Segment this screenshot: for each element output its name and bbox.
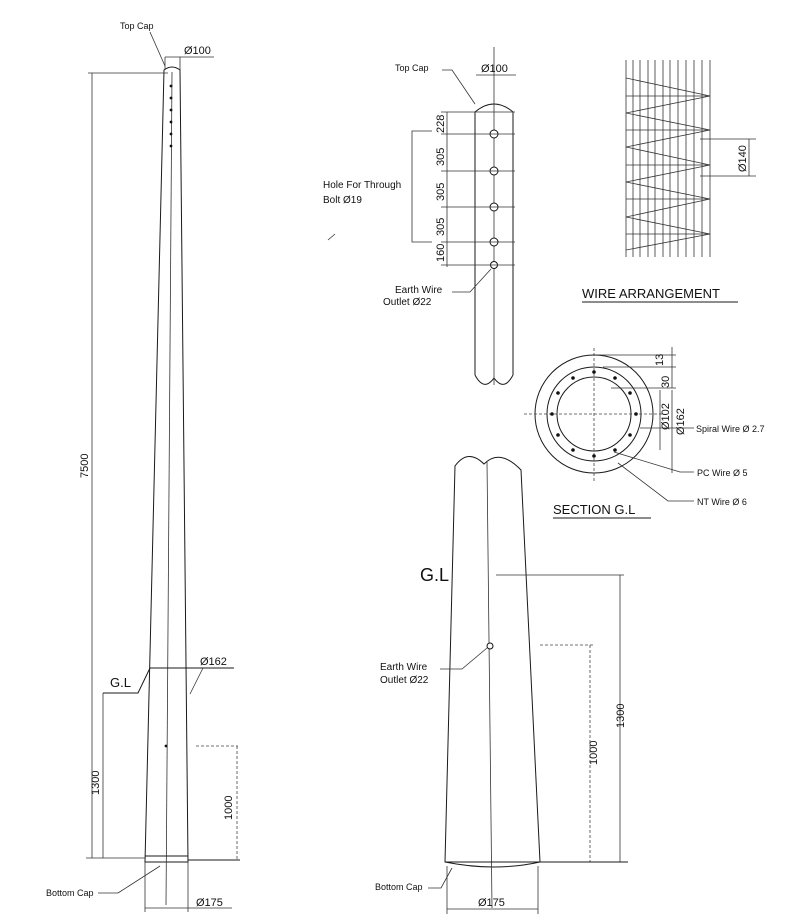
section-dim-102: Ø102	[660, 403, 672, 430]
top-detail: Top Cap Ø100 228 305 305 305 160 Hole Fo…	[323, 47, 516, 385]
pc-wires	[550, 370, 638, 458]
section-title: SECTION G.L	[553, 502, 635, 517]
section-gl: 13 30 Ø102 Ø162 Spiral Wire Ø 2.7 PC Wir…	[524, 347, 765, 519]
bottom-earth-label-1: Earth Wire	[380, 662, 428, 673]
hole-label-line2: Bolt Ø19	[323, 195, 362, 206]
top-detail-diameter-label: Ø100	[481, 63, 508, 75]
bottom-earth-label-2: Outlet Ø22	[380, 675, 429, 686]
top-detail-cap-leader	[442, 69, 476, 105]
bottom-dim-1000: 1000	[588, 741, 600, 765]
bottom-cap-label: Bottom Cap	[46, 888, 94, 898]
wire-arrangement: Ø140 WIRE ARRANGEMENT	[582, 60, 756, 303]
pole-elevation: Top Cap Ø100 7500 G.L Ø162 1300 1000 Bot…	[46, 21, 240, 912]
dim-1000-label: 1000	[223, 796, 235, 820]
spacing-305-c: 305	[435, 218, 447, 236]
bottom-detail: G.L 1300 1000 Earth Wire Outlet Ø22 Bott…	[375, 456, 628, 914]
pc-wire-leader	[613, 451, 694, 473]
bottom-detail-outline	[444, 456, 541, 868]
wire-diameter-label: Ø140	[737, 145, 749, 172]
spacing-305-b: 305	[435, 183, 447, 201]
bottom-detail-cap-label: Bottom Cap	[375, 882, 423, 892]
bottom-detail-centerline	[486, 461, 493, 909]
top-earth-label-2: Outlet Ø22	[383, 297, 432, 308]
embed-dimension: 1300	[90, 771, 102, 795]
bottom-diameter-label: Ø175	[196, 897, 223, 909]
section-dim-162: Ø162	[675, 408, 687, 435]
wire-lines	[625, 60, 711, 257]
top-diameter-label: Ø100	[184, 45, 211, 57]
bottom-earth-outlet	[486, 642, 494, 650]
hole-bracket	[411, 130, 432, 243]
spacing-160: 160	[435, 244, 447, 262]
section-dim-13: 13	[654, 354, 666, 366]
bolt-holes	[164, 84, 173, 748]
bottom-earth-leader	[440, 647, 488, 670]
bottom-detail-diameter-label: Ø175	[478, 897, 505, 909]
length-dimension: 7500	[79, 454, 91, 478]
spiral-wire-label: Spiral Wire Ø 2.7	[696, 424, 765, 434]
gl-line	[103, 667, 234, 694]
section-dim-30: 30	[660, 376, 672, 388]
bottom-dim-1300: 1300	[615, 704, 627, 728]
bottom-detail-cap-leader	[428, 867, 453, 889]
top-cap-label: Top Cap	[120, 21, 154, 31]
nt-wire-label: NT Wire Ø 6	[697, 497, 747, 507]
hole-label-line1: Hole For Through	[323, 180, 401, 191]
spacing-305-a: 305	[435, 148, 447, 166]
top-cap-leader	[149, 31, 166, 67]
gl-label: G.L	[110, 675, 131, 690]
top-detail-cap-label: Top Cap	[395, 63, 429, 73]
bottom-gl-label: G.L	[420, 565, 449, 585]
gl-diameter-label: Ø162	[200, 656, 227, 668]
top-earth-label-1: Earth Wire	[395, 285, 443, 296]
nt-wire-leader	[617, 462, 694, 502]
wire-arrangement-title: WIRE ARRANGEMENT	[582, 286, 720, 301]
pole-outline	[144, 66, 189, 863]
spiral-wire	[625, 77, 711, 251]
top-earth-leader	[452, 268, 492, 293]
spacing-228: 228	[435, 115, 447, 133]
pc-wire-label: PC Wire Ø 5	[697, 468, 748, 478]
pole-centerline	[165, 71, 173, 906]
